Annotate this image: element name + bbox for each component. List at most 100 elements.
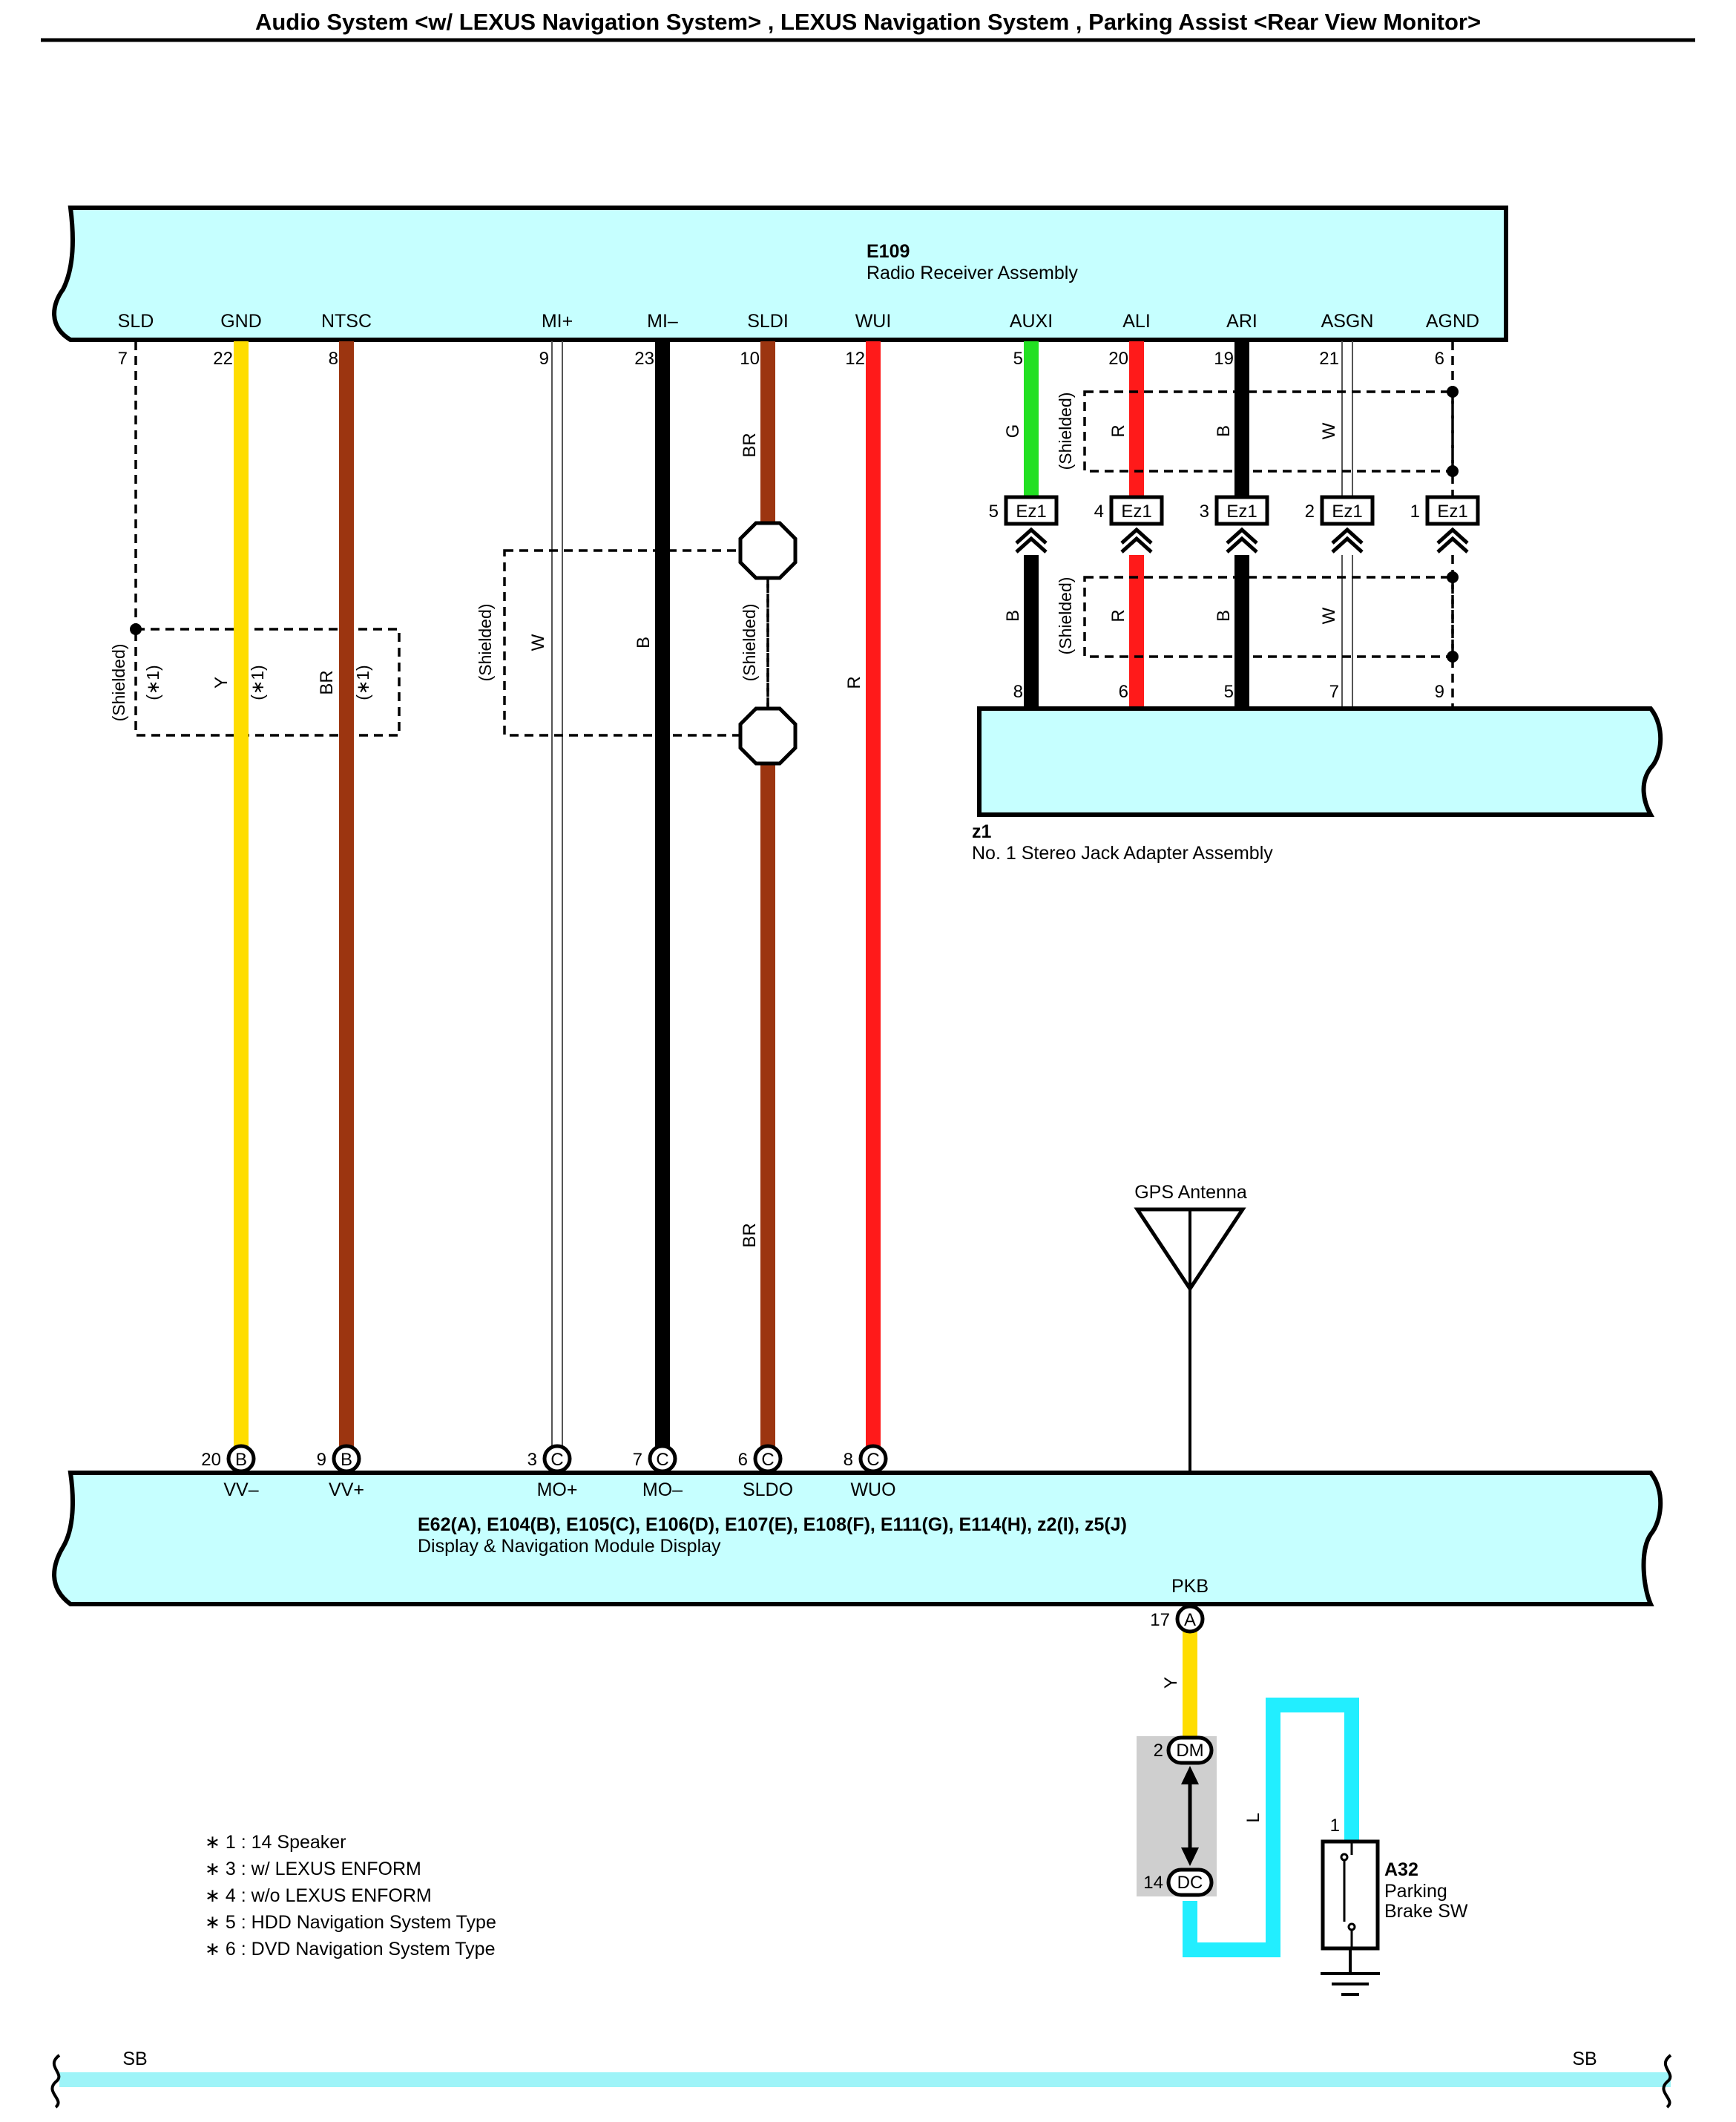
wire-label-auxi-bottom: B xyxy=(1003,610,1023,622)
a32-switch-box xyxy=(1321,1839,1380,1951)
e109-pin-numbers: 7 22 8 9 23 10 12 5 20 19 21 6 xyxy=(118,349,1444,369)
ez1-label-2: Ez1 xyxy=(1332,502,1362,522)
pin-sldi: 10 xyxy=(740,349,760,369)
pin-sld: 7 xyxy=(118,349,128,369)
z1-pin-numbers: 8 6 5 7 9 xyxy=(1013,682,1444,702)
note-5: ∗ 5 : HDD Navigation System Type xyxy=(205,1912,496,1933)
sb-break-left xyxy=(50,2054,61,2109)
shield-connector-top xyxy=(738,521,798,580)
terminal-pin-mo-minus: 7 xyxy=(633,1450,642,1470)
z1-id: z1 xyxy=(972,821,992,842)
terminal-circle-mo-minus xyxy=(648,1444,677,1474)
terminal-pin-vv-plus: 9 xyxy=(317,1450,326,1470)
ez1-pin-3: 3 xyxy=(1200,502,1209,522)
ez1-pin-4: 4 xyxy=(1094,502,1104,522)
ez1-connector-4 xyxy=(1109,495,1164,526)
terminal-circle-vv-minus xyxy=(226,1444,256,1474)
note-4: ∗ 4 : w/o LEXUS ENFORM xyxy=(205,1885,432,1906)
terminal-label-mo-plus: MO+ xyxy=(537,1479,578,1500)
wire-label-l: L xyxy=(1243,1813,1263,1822)
wire-label-ntsc: BR xyxy=(317,670,337,694)
ez1-pin-2: 2 xyxy=(1305,502,1315,522)
wire-label-asgn-top: W xyxy=(1319,422,1339,439)
gps-antenna-icon xyxy=(1134,1207,1246,1473)
terminal-pin-wuo: 8 xyxy=(844,1450,853,1470)
display-module-name: Display & Navigation Module Display xyxy=(418,1536,721,1557)
terminal-conn-vv-minus: B xyxy=(235,1450,247,1470)
terminal-circle-pkb xyxy=(1175,1604,1205,1634)
terminal-label-vv-plus: VV+ xyxy=(329,1479,364,1500)
terminal-label-vv-minus: VV– xyxy=(223,1479,258,1500)
ez1-label-5: Ez1 xyxy=(1016,502,1046,522)
note-ref-3: (∗1) xyxy=(353,665,372,700)
pin-gnd: 22 xyxy=(213,349,233,369)
pin-ntsc: 8 xyxy=(329,349,338,369)
sb-label-right: SB xyxy=(1572,2049,1597,2069)
shield-dot-2 xyxy=(1447,465,1459,477)
z1-pin-agnd: 9 xyxy=(1435,682,1444,702)
e109-terminal-labels: SLD GND NTSC MI+ MI– SLDI WUI AUXI ALI A… xyxy=(118,311,1479,332)
note-6: ∗ 6 : DVD Navigation System Type xyxy=(205,1939,495,1960)
terminal-conn-mo-plus: C xyxy=(550,1450,563,1470)
display-terminal-labels: VV– VV+ MO+ MO– SLDO WUO xyxy=(223,1479,895,1500)
ez1-label-4: Ez1 xyxy=(1121,502,1151,522)
note-ref-1: (∗1) xyxy=(143,665,162,700)
shield-connector-bottom xyxy=(738,706,798,766)
ez1-label-1: Ez1 xyxy=(1437,502,1467,522)
wire-label-pkb: Y xyxy=(1161,1677,1181,1689)
connector-chevrons xyxy=(1015,527,1469,554)
e109-box xyxy=(52,206,1508,342)
terminal-wui: WUI xyxy=(855,311,892,332)
wire-label-ali-bottom: R xyxy=(1108,609,1128,622)
terminal-circle-mo-plus xyxy=(542,1444,572,1474)
dc-connector xyxy=(1166,1868,1214,1897)
wire-l-light-blue xyxy=(1183,1698,1359,1957)
sb-label-left: SB xyxy=(122,2049,147,2069)
pin-agnd: 6 xyxy=(1435,349,1444,369)
ez1-connector-1 xyxy=(1425,495,1480,526)
terminal-label-wuo: WUO xyxy=(850,1479,895,1500)
terminal-mi-minus: MI– xyxy=(647,311,678,332)
pin-auxi: 5 xyxy=(1013,349,1023,369)
terminal-gnd: GND xyxy=(220,311,262,332)
shielded-label-lower: (Shielded) xyxy=(1056,577,1075,655)
shield-dot-4 xyxy=(1447,651,1459,663)
shield-dot-1 xyxy=(1447,386,1459,398)
switch-icon xyxy=(1340,1842,1356,1948)
terminal-label-sldo: SLDO xyxy=(743,1479,793,1500)
wire-label-ari-bottom: B xyxy=(1214,610,1234,622)
shield-box-middle xyxy=(503,549,769,737)
shield-junction-dot xyxy=(130,623,142,635)
terminal-asgn: ASGN xyxy=(1321,311,1374,332)
display-terminals: B 20 B 9 C 3 C 7 C 6 C 8 xyxy=(201,1444,888,1474)
pin-mi-minus: 23 xyxy=(634,349,654,369)
terminal-conn-wuo: C xyxy=(867,1450,879,1470)
note-1: ∗ 1 : 14 Speaker xyxy=(205,1832,346,1853)
terminal-pin-pkb: 17 xyxy=(1150,1610,1170,1630)
chevron-5 xyxy=(1015,527,1048,554)
shielded-label-upper: (Shielded) xyxy=(1056,392,1075,470)
shield-box-upper-right xyxy=(1083,390,1454,473)
pin-asgn: 21 xyxy=(1319,349,1339,369)
terminal-conn-sldo: C xyxy=(761,1450,774,1470)
chevron-1 xyxy=(1436,527,1469,554)
ez1-connector-group: Ez1 5 Ez1 4 Ez1 3 Ez1 2 Ez1 1 xyxy=(989,495,1480,526)
pin-wui: 12 xyxy=(845,349,865,369)
shield-box-left xyxy=(134,628,401,737)
shield-box-lower-right xyxy=(1083,576,1454,658)
shielded-label-mi: (Shielded) xyxy=(476,604,495,682)
pin-ali: 20 xyxy=(1108,349,1128,369)
terminal-conn-pkb: A xyxy=(1184,1610,1196,1630)
terminal-agnd: AGND xyxy=(1426,311,1479,332)
wire-label-asgn-bottom: W xyxy=(1319,607,1339,624)
a32-name-line2: Brake SW xyxy=(1384,1901,1468,1922)
notes-list: ∗ 1 : 14 Speaker ∗ 3 : w/ LEXUS ENFORM ∗… xyxy=(205,1832,496,1960)
terminal-label-mo-minus: MO– xyxy=(642,1479,683,1500)
terminal-circle-sldo xyxy=(753,1444,783,1474)
wire-label-wui: R xyxy=(844,676,864,689)
page-title: Audio System <w/ LEXUS Navigation System… xyxy=(255,9,1481,35)
ez1-label-3: Ez1 xyxy=(1226,502,1257,522)
dm-connector xyxy=(1166,1735,1214,1765)
terminal-pin-mo-plus: 3 xyxy=(527,1450,537,1470)
